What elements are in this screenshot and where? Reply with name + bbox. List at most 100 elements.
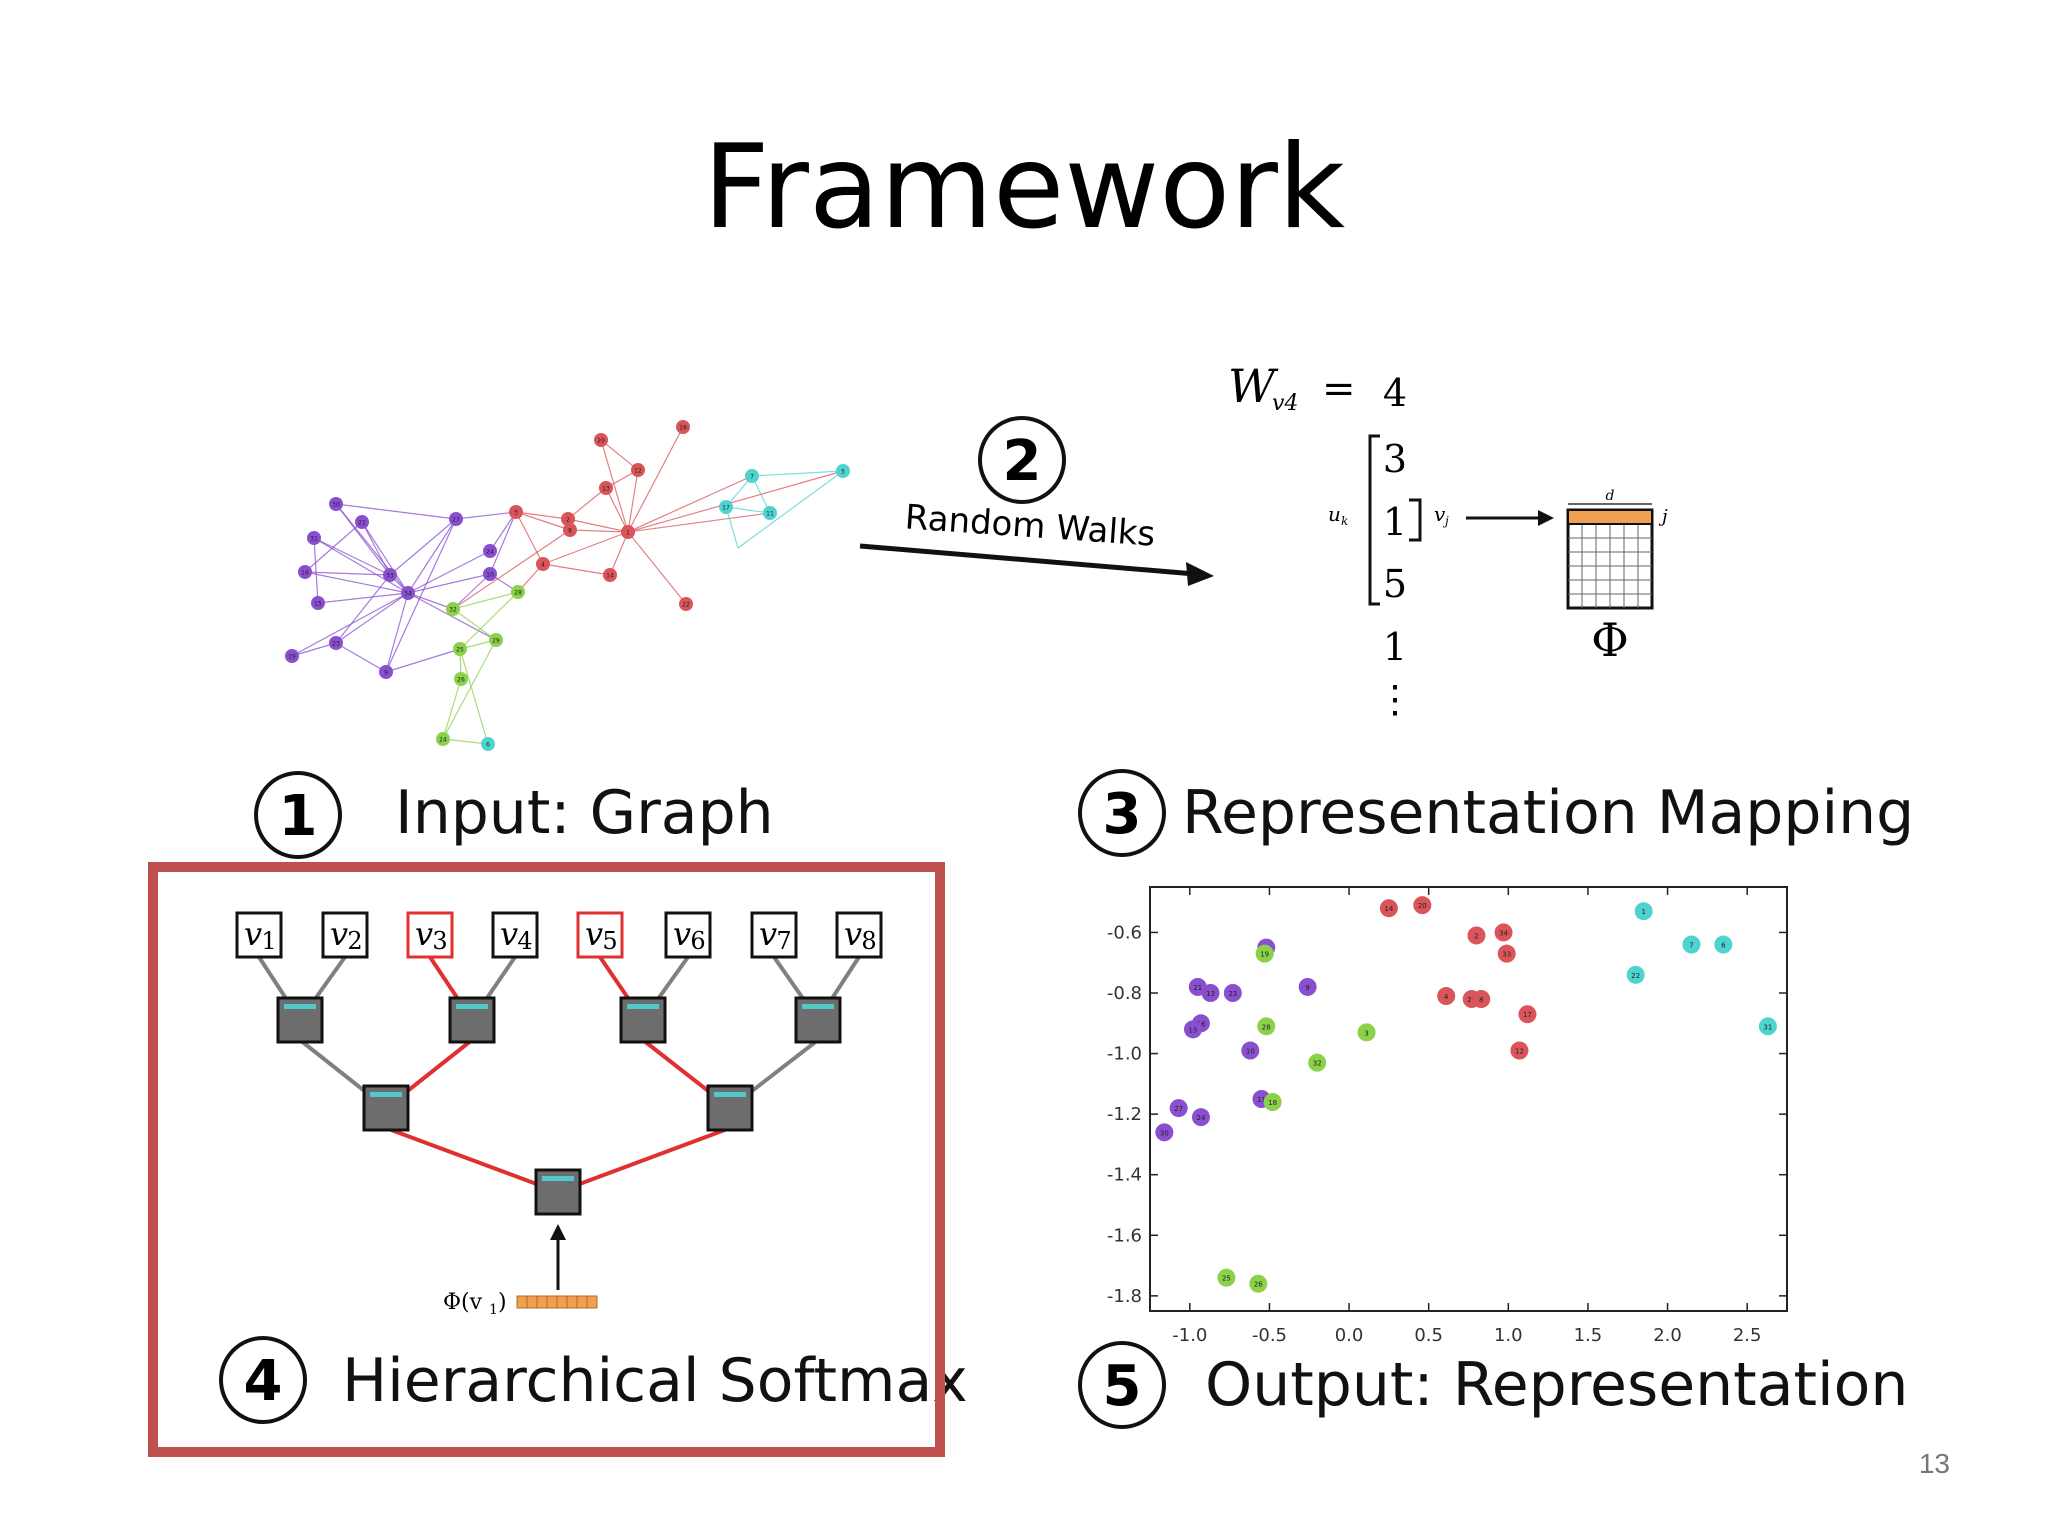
leaf-label: v bbox=[415, 915, 433, 953]
step-3-badge: 3 bbox=[1078, 769, 1166, 857]
graph-node-label: 28 bbox=[514, 590, 522, 597]
graph-node: 12 bbox=[631, 463, 645, 477]
scatter-point: 18 bbox=[1263, 1093, 1282, 1112]
matrix-top-label: d bbox=[1606, 488, 1615, 504]
y-tick-label: -1.8 bbox=[1107, 1286, 1142, 1307]
step-1-number: 1 bbox=[279, 784, 318, 849]
graph-node-label: 30 bbox=[332, 502, 340, 509]
graph-edge bbox=[385, 518, 457, 673]
graph-node: 9 bbox=[379, 665, 393, 679]
scatter-point: 31 bbox=[1758, 1017, 1777, 1036]
graph-node: 1 bbox=[621, 525, 635, 539]
walk-equals: = bbox=[1322, 366, 1356, 412]
graph-node: 13 bbox=[599, 481, 613, 495]
graph-node-label: 22 bbox=[682, 602, 690, 609]
leaf-label-sub: 7 bbox=[776, 927, 791, 955]
graph-node-label: 21 bbox=[358, 520, 366, 527]
scatter-point: 17 bbox=[1518, 1005, 1537, 1024]
graph-edge bbox=[442, 678, 462, 740]
graph-edge bbox=[335, 503, 457, 520]
scatter-point-label: 10 bbox=[1246, 1048, 1255, 1056]
scatter-point: 6 bbox=[1714, 935, 1733, 954]
step-1-label: Input: Graph bbox=[395, 778, 774, 848]
graph-node-label: 11 bbox=[766, 511, 774, 518]
graph-node: 17 bbox=[719, 500, 733, 514]
scatter-point-label: 12 bbox=[1515, 1048, 1524, 1056]
graph-node: 16 bbox=[298, 565, 312, 579]
graph-edge bbox=[335, 574, 391, 644]
graph-edge bbox=[385, 648, 461, 673]
x-tick-label: 1.5 bbox=[1574, 1325, 1603, 1346]
graph-node-label: 13 bbox=[602, 486, 610, 493]
leaf-label-sub: 1 bbox=[261, 927, 276, 955]
graph-node: 25 bbox=[453, 642, 467, 656]
step-4-badge: 4 bbox=[219, 1336, 307, 1424]
graph-edge bbox=[389, 518, 457, 576]
leaf-label-sub: 2 bbox=[347, 927, 362, 955]
graph-node: 26 bbox=[454, 672, 468, 686]
graph-edge bbox=[304, 571, 391, 576]
leaf-label: v bbox=[585, 915, 603, 953]
scatter-point: 20 bbox=[1413, 896, 1432, 915]
step-4-number: 4 bbox=[244, 1349, 283, 1414]
graph-node-label: 4 bbox=[541, 562, 545, 569]
y-tick-label: -1.0 bbox=[1107, 1044, 1142, 1065]
graph-edge bbox=[407, 550, 491, 594]
u-label: u bbox=[1328, 502, 1341, 526]
x-tick-label: -0.5 bbox=[1252, 1325, 1287, 1346]
scatter-point-label: 31 bbox=[1763, 1023, 1772, 1031]
graph-edge bbox=[459, 591, 519, 650]
graph-node: 15 bbox=[311, 596, 325, 610]
graph-node-label: 16 bbox=[301, 570, 309, 577]
u-sub: k bbox=[1341, 514, 1348, 528]
scatter-point-label: 30 bbox=[1160, 1129, 1169, 1137]
graph-edge bbox=[627, 470, 844, 533]
scatter-point-label: 20 bbox=[1418, 902, 1427, 910]
step-2-badge: 2 bbox=[978, 416, 1066, 504]
graph-edge bbox=[407, 573, 491, 594]
graph-edge bbox=[442, 639, 497, 740]
input-close: ) bbox=[498, 1290, 507, 1315]
graph-edge bbox=[335, 592, 409, 644]
graph-node: 27 bbox=[449, 512, 463, 526]
graph-node: 18 bbox=[676, 420, 690, 434]
graph-node: 6 bbox=[481, 737, 495, 751]
graph-edge bbox=[569, 529, 629, 533]
scatter-point: 9 bbox=[1298, 977, 1317, 996]
scatter-point-label: 1 bbox=[1641, 908, 1645, 916]
v-label: v bbox=[1434, 502, 1446, 526]
tree-inner-node bbox=[794, 996, 842, 1044]
tree-inner-node bbox=[448, 996, 496, 1044]
graph-node: 28 bbox=[511, 585, 525, 599]
graph-node: 32 bbox=[446, 602, 460, 616]
window-bracket bbox=[1368, 434, 1380, 606]
scatter-point: 34 bbox=[1494, 923, 1513, 942]
step-5-badge: 5 bbox=[1078, 1341, 1166, 1429]
scatter-point: 14 bbox=[1379, 899, 1398, 918]
graph-node-label: 2 bbox=[566, 517, 570, 524]
scatter-point-label: 8 bbox=[1479, 996, 1483, 1004]
graph-node-label: 33 bbox=[386, 573, 394, 580]
graph-edge bbox=[335, 503, 391, 576]
graph-node-label: 9 bbox=[384, 670, 388, 677]
scatter-point-label: 24 bbox=[1196, 1114, 1205, 1122]
step-4-label: Hierarchical Softmax bbox=[342, 1346, 968, 1416]
graph-node-label: 14 bbox=[606, 573, 614, 580]
scatter-point-label: 11 bbox=[1257, 1096, 1266, 1104]
graph-edge bbox=[737, 470, 844, 549]
matrix-side-label: j bbox=[1658, 506, 1668, 527]
tree-inner-node bbox=[706, 1084, 754, 1132]
graph-nodes: 3433213116151923930272410324814113121822… bbox=[285, 420, 850, 751]
step-2-number: 2 bbox=[1003, 429, 1042, 494]
leaf-label-sub: 4 bbox=[517, 927, 532, 955]
scatter-point: 3 bbox=[1357, 1023, 1376, 1042]
